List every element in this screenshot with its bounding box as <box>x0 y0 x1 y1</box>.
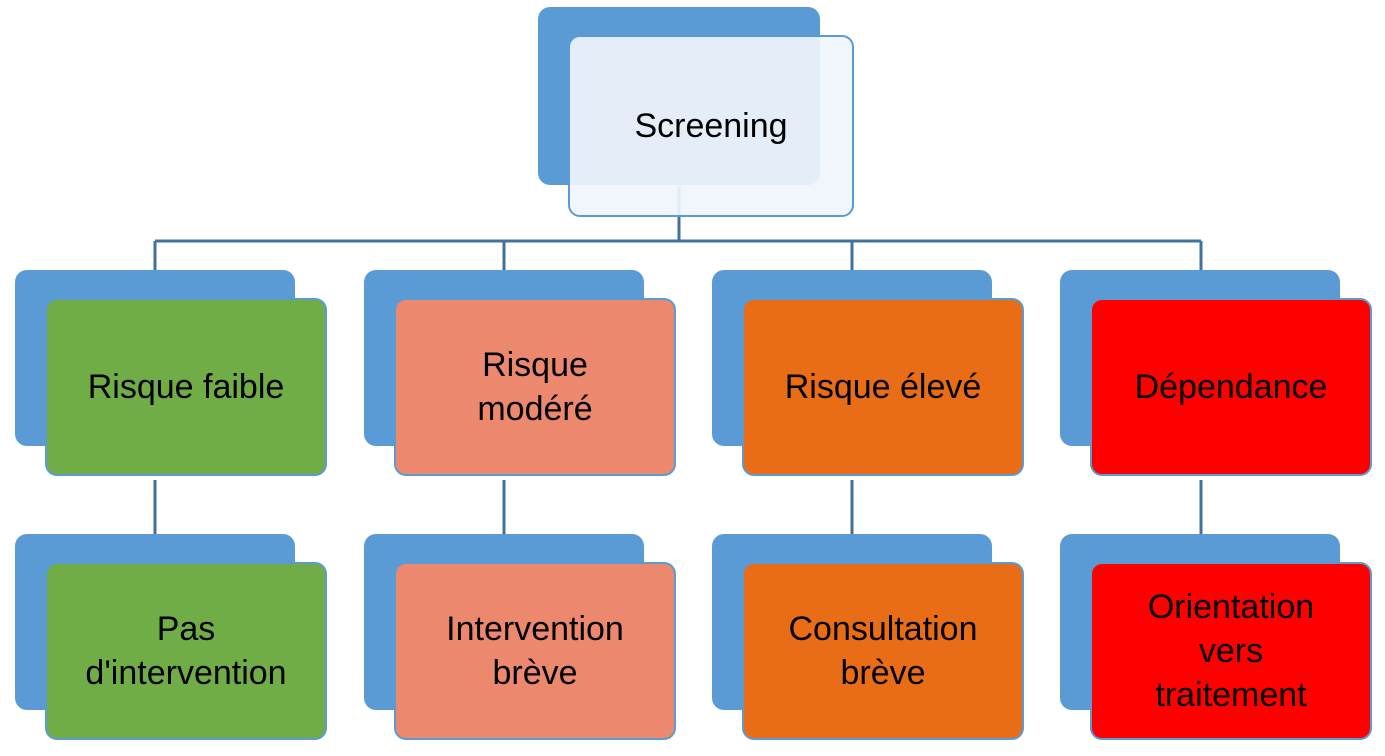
root-node-box: Screening <box>568 35 854 217</box>
level2-node-4-box: Orientation vers traitement <box>1090 562 1372 740</box>
level1-node-4-label: Dépendance <box>1134 368 1328 406</box>
root-node-label: Screening <box>634 107 788 145</box>
level1-node-1-box: Risque faible <box>45 298 327 476</box>
level2-node-1-label: Pas d'intervention <box>85 610 287 692</box>
level2-node-2-box: Intervention brève <box>394 562 676 740</box>
level2-node-1-box: Pas d'intervention <box>45 562 327 740</box>
level2-node-4-label: Orientation vers traitement <box>1147 588 1315 714</box>
level1-node-4-box: Dépendance <box>1090 298 1372 476</box>
level2-node-2-label: Intervention brève <box>446 610 624 692</box>
level1-node-3-label: Risque élevé <box>784 368 982 406</box>
level2-node-3-box: Consultation brève <box>742 562 1024 740</box>
level1-node-1-label: Risque faible <box>87 368 285 406</box>
level1-node-2-box: Risque modéré <box>394 298 676 476</box>
level2-node-3-label: Consultation brève <box>788 610 978 692</box>
level1-node-2-label: Risque modéré <box>477 346 593 428</box>
level1-node-3-box: Risque élevé <box>742 298 1024 476</box>
